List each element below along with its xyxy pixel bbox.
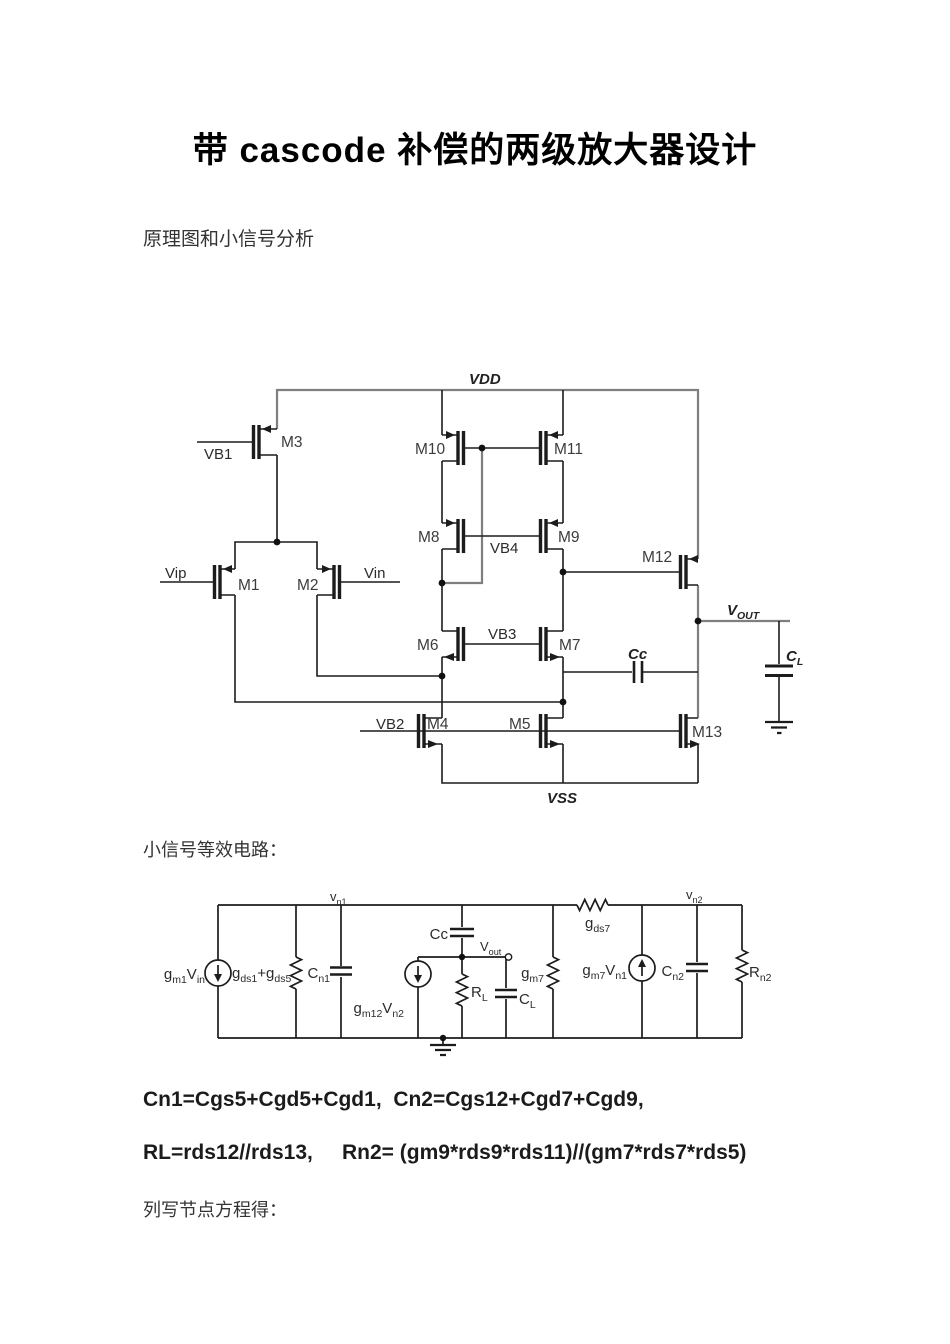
small-signal-circuit-figure: vn1 vn2 gm1Vin gds1+gds5 Cn1 Cc Vout gm1… [164,887,772,1057]
m2-label: M2 [297,577,319,594]
gm7vn1-source-label: gm7Vn1 [582,962,627,982]
transistor-m9-symbol [538,519,563,553]
ss-cc-cap-label: Cc [430,926,449,943]
amplifier-schematic-figure: VDD VSS VB1 VB2 VB3 VB4 Vip Vin M3 M1 M2… [160,371,803,807]
gm12vn2-current-source [404,960,432,988]
m9-label: M9 [558,529,580,546]
gm7vn1-current-source [628,954,656,982]
small-signal-heading: 小信号等效电路： [143,840,287,860]
rn2-resistor-label: Rn2 [749,964,772,984]
vn2-node-label: vn2 [686,887,703,905]
ss-ground-symbol [430,1043,456,1057]
gds1-gds5-resistor-label: gds1+gds5 [232,965,291,985]
vss-label: VSS [547,790,577,807]
transistor-m3-symbol [251,425,277,459]
ss-cl-cap-label: CL [519,991,536,1011]
ss-vout-label: Vout [480,939,502,957]
transistor-m7-symbol [538,627,563,661]
transistor-m2-symbol [317,565,342,599]
cc-capacitor [632,661,644,683]
gm12vn2-source-label: gm12Vn2 [354,1000,405,1020]
m5-label: M5 [509,716,531,733]
rl-resistor [454,973,470,1007]
m1-label: M1 [238,577,260,594]
gds7-resistor [576,897,609,913]
vip-label: Vip [165,565,186,582]
transistor-m13-symbol [678,714,700,748]
gm7-resistor-label: gm7 [521,965,544,985]
vb1-label: VB1 [204,446,232,463]
rl-resistor-label: RL [471,984,488,1004]
transistor-m12-symbol [678,555,698,589]
transistor-m10-symbol [442,431,466,465]
ground-symbol [765,720,793,735]
cn2-cap-label: Cn2 [661,963,684,983]
m12-label: M12 [642,549,672,566]
gm7-resistor [545,956,561,990]
cn1-cap-label: Cn1 [307,965,330,985]
formula-line-1: Cn1=Cgs5+Cgd5+Cgd1, Cn2=Cgs12+Cgd7+Cgd9, [143,1088,644,1111]
rn2-resistor [734,949,750,983]
junction-dots [273,444,702,706]
vin-label: Vin [364,565,385,582]
vn1-node-label: vn1 [330,889,347,907]
m6-label: M6 [417,637,439,654]
cl-label: CL [786,648,803,668]
supply-wires [275,388,790,718]
vout-terminal [504,953,513,961]
vout-label: VOUT [727,602,761,622]
m11-label: M11 [554,441,583,458]
vb2-label: VB2 [376,716,404,733]
gm1vin-source-label: gm1Vin [164,966,205,986]
node-equation-intro: 列写节点方程得： [143,1200,287,1220]
gds7-resistor-label: gds7 [585,915,610,935]
signal-wires [160,390,780,784]
transistor-m8-symbol [442,519,466,553]
gm1vin-current-source [204,959,232,987]
m8-label: M8 [418,529,440,546]
gds1-gds5-resistor [288,956,304,990]
transistor-m6-symbol [442,627,466,661]
vout-junction-dot [458,953,466,961]
cc-label: Cc [628,646,648,663]
m4-label: M4 [427,716,449,733]
page-title: 带 cascode 补偿的两级放大器设计 [192,131,758,170]
ground-junction-dot [439,1034,447,1042]
transistor-m1-symbol [212,565,235,599]
m3-label: M3 [281,434,303,451]
m13-label: M13 [692,724,722,741]
vb4-label: VB4 [490,540,518,557]
vdd-label: VDD [469,371,501,388]
transistor-m11-symbol [538,431,563,465]
cl-capacitor [765,664,793,677]
transistor-m5-symbol [538,714,563,748]
transistor-m4-symbol [416,714,442,748]
formula-line-2: RL=rds12//rds13, Rn2= (gm9*rds9*rds11)//… [143,1141,747,1164]
m10-label: M10 [415,441,446,458]
m7-label: M7 [559,637,581,654]
intro-paragraph: 原理图和小信号分析 [143,229,315,250]
ss-capacitors [330,927,708,999]
vb3-label: VB3 [488,626,516,643]
